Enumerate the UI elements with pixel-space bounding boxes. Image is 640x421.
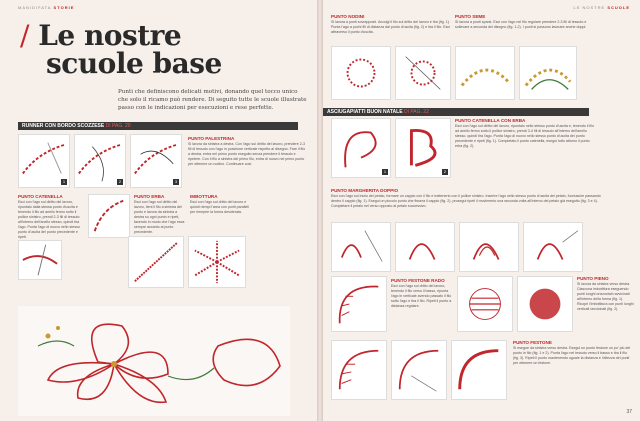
left-page: MANIDIFATA STORIE / Le nostre scuole bas… bbox=[0, 0, 317, 421]
imbottura-thumb bbox=[188, 236, 246, 288]
festone-step-1 bbox=[331, 340, 387, 400]
palestrina-title: PUNTO PALESTRINA bbox=[188, 136, 235, 141]
palestrina-caption: PUNTO PALESTRINA Si lavora da sinistra a… bbox=[188, 136, 308, 167]
title-line1: Le nostre bbox=[38, 19, 182, 52]
catenella-erba-caption: PUNTO CATENELLA CON ERBA Esci con l'ago … bbox=[455, 118, 595, 149]
right-runner-b: SCUOLE bbox=[607, 5, 630, 10]
page-title: / Le nostre scuole base bbox=[20, 22, 222, 78]
catenella-erba-step-1: 1 bbox=[331, 118, 391, 178]
left-runner-b: STORIE bbox=[53, 5, 75, 10]
right-running-header: LE NOSTRE SCUOLE bbox=[574, 5, 630, 10]
catenella-caption: PUNTO CATENELLA Esci con l'ago sul dirit… bbox=[18, 194, 86, 240]
catenella-thumb-2 bbox=[18, 240, 62, 280]
section-runner-ref: DI PAG. 20 bbox=[105, 123, 131, 129]
festone-step-3 bbox=[451, 340, 507, 400]
left-runner-a: MANIDIFATA bbox=[18, 5, 52, 10]
palestrina-step-2: 2 bbox=[74, 134, 126, 188]
step-number: 3 bbox=[173, 179, 179, 185]
section-asciugapiatti-ref: DI PAG. 22 bbox=[403, 109, 429, 115]
step-number: 2 bbox=[117, 179, 123, 185]
palestrina-text: Si lavora da sinistra a destra. Con l'ag… bbox=[188, 142, 306, 166]
margherita-text: Esci con l'ago sul inizio del petalo, fo… bbox=[331, 194, 601, 208]
pieno-step-2 bbox=[517, 276, 573, 332]
catenella-erba-step-2: 2 bbox=[395, 118, 451, 178]
festone-rado-text: Esci con l'ago sul dritto del lavoro, te… bbox=[391, 284, 452, 308]
nodini-caption: PUNTO NODINI Si lavora a punti sovrappos… bbox=[331, 14, 451, 35]
seme-step-2 bbox=[519, 46, 577, 100]
title-line2: scuole base bbox=[46, 47, 222, 80]
spread-gutter bbox=[317, 0, 323, 421]
erba-title: PUNTO ERBA bbox=[134, 194, 165, 199]
right-page: LE NOSTRE SCUOLE PUNTO NODINI Si lavora … bbox=[323, 0, 640, 421]
seme-caption: PUNTO SEME Si lavora a punti sparsi. Esc… bbox=[455, 14, 595, 30]
catenella-erba-title: PUNTO CATENELLA CON ERBA bbox=[455, 118, 526, 123]
imbottura-title: IMBOTTURA bbox=[190, 194, 218, 199]
section-bar-runner: RUNNER CON BORDO SCOZZESE DI PAG. 20 bbox=[18, 122, 298, 130]
margherita-step-2 bbox=[395, 222, 455, 272]
festone-rado-title: PUNTO FESTONE RADO bbox=[391, 278, 445, 283]
seme-text: Si lavora a punti sparsi. Esci con l'ago… bbox=[455, 20, 587, 29]
title-slash: / bbox=[20, 19, 29, 52]
nodini-text: Si lavora a punti sovrapposti. Avvolgi i… bbox=[331, 20, 451, 34]
palestrina-step-1: 1 bbox=[18, 134, 70, 188]
pieno-text: Si lavora da sinistra verso destra. Cias… bbox=[577, 282, 634, 311]
margherita-step-3 bbox=[459, 222, 519, 272]
margherita-title: PUNTO MARGHERITA DOPPIO bbox=[331, 188, 399, 193]
festone-rado-thumb bbox=[331, 276, 387, 332]
seme-step-1 bbox=[455, 46, 515, 100]
nodini-step-2 bbox=[395, 46, 451, 100]
erba-caption: PUNTO ERBA Esci con l'ago sul diritto de… bbox=[134, 194, 188, 235]
imbottura-caption: IMBOTTURA Esci con l'ago sul dritto del … bbox=[190, 194, 250, 215]
festone-title: PUNTO FESTONE bbox=[513, 340, 552, 345]
pieno-title: PUNTO PIENO bbox=[577, 276, 609, 281]
page-number: 37 bbox=[626, 409, 632, 415]
pieno-step-1 bbox=[457, 276, 513, 332]
margherita-step-1 bbox=[331, 222, 391, 272]
step-number: 1 bbox=[61, 179, 67, 185]
nodini-title: PUNTO NODINI bbox=[331, 14, 365, 19]
catenella-erba-text: Esci con l'ago sul diritto del lavoro, r… bbox=[455, 124, 595, 148]
festone-rado-caption: PUNTO FESTONE RADO Esci con l'ago sul dr… bbox=[391, 278, 453, 309]
margherita-caption: PUNTO MARGHERITA DOPPIO Esci con l'ago s… bbox=[331, 188, 601, 209]
catenella-title: PUNTO CATENELLA bbox=[18, 194, 63, 199]
festone-step-2 bbox=[391, 340, 447, 400]
right-runner-a: LE NOSTRE bbox=[573, 5, 606, 10]
seme-title: PUNTO SEME bbox=[455, 14, 486, 19]
section-runner-label: RUNNER CON BORDO SCOZZESE bbox=[22, 123, 105, 129]
step-number: 2 bbox=[442, 169, 448, 175]
pieno-caption: PUNTO PIENO Si lavora da sinistra verso … bbox=[577, 276, 635, 312]
palestrina-step-3: 3 bbox=[130, 134, 182, 188]
erba-text: Esci con l'ago sul diritto del lavoro, t… bbox=[134, 200, 185, 234]
step-number: 1 bbox=[382, 169, 388, 175]
embroidery-photo bbox=[18, 306, 290, 416]
festone-text: Si esegue da sinistra verso destra. Eseg… bbox=[513, 346, 631, 365]
imbottura-text: Esci con l'ago sul dritto del lavoro e q… bbox=[190, 200, 250, 214]
section-asciugapiatti-label: ASCIUGAPIATTI BUON NATALE bbox=[327, 109, 403, 115]
festone-caption: PUNTO FESTONE Si esegue da sinistra vers… bbox=[513, 340, 633, 366]
nodini-step-1 bbox=[331, 46, 391, 100]
intro-paragraph: Punti che definiscono delicati motivi, d… bbox=[118, 89, 307, 111]
margherita-step-4 bbox=[523, 222, 583, 272]
section-bar-asciugapiatti: ASCIUGAPIATTI BUON NATALE DI PAG. 22 bbox=[323, 108, 589, 116]
erba-thumb bbox=[128, 236, 184, 288]
catenella-thumb bbox=[88, 194, 130, 238]
catenella-text: Esci con l'ago sul diritto del lavoro, r… bbox=[18, 200, 80, 239]
left-running-header: MANIDIFATA STORIE bbox=[18, 5, 74, 10]
